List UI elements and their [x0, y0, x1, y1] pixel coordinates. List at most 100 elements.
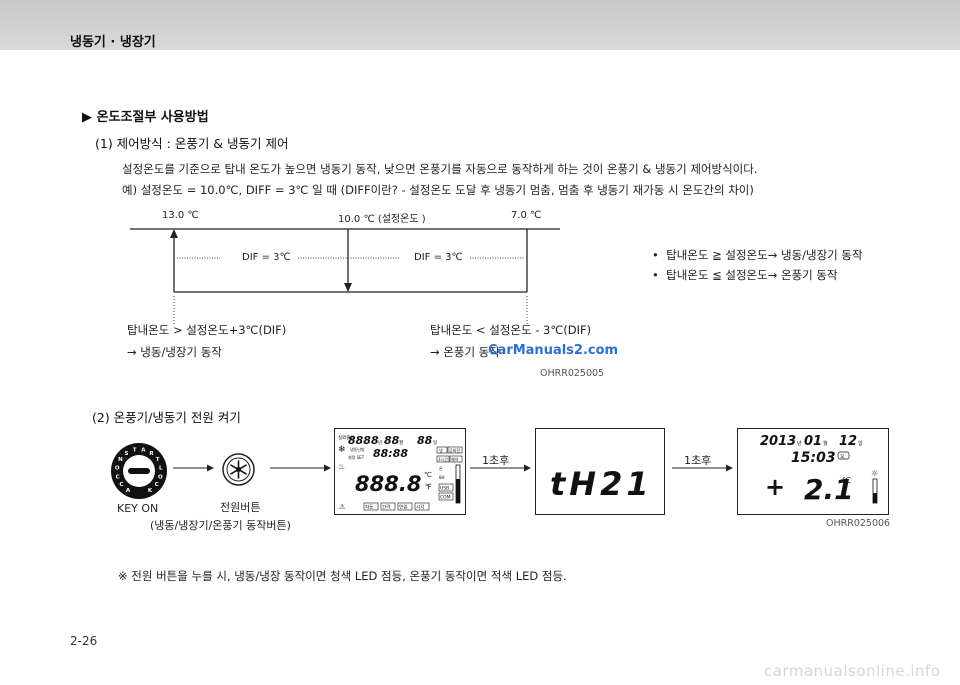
footer-watermark: carmanualsonline.info — [764, 662, 941, 680]
lcd-heater-icon: ♨ — [338, 462, 345, 471]
section1-paragraph2: 예) 설정온도 = 10.0℃, DIFF = 3℃ 일 때 (DIFF이란? … — [122, 183, 754, 197]
after-1sec-label-2: 1초후 — [684, 454, 712, 467]
lcd-all-segments-drawing: 실외출입 8888 년 88 월 88 일 ❄ 냉동난방 설정 SET 88:8… — [338, 434, 463, 511]
lcd-final-heat-icon: ☼ — [871, 469, 878, 478]
lcd-day-digits: 88 — [417, 434, 433, 447]
left-result: → 냉동/냉장기 동작 — [127, 345, 222, 359]
label-high-temp: 13.0 ℃ — [162, 210, 199, 221]
key-ring-letter: T — [156, 457, 160, 463]
key-ring-letter: C — [116, 474, 120, 480]
key-ring-letter: C — [155, 482, 159, 488]
watermark: CarManuals2.com — [488, 343, 619, 358]
lcd-version-text: tH21 — [550, 465, 653, 503]
key-ring-letter: A — [126, 488, 131, 494]
section1-subtitle: (1) 제어방식 : 온풍기 & 냉동기 제어 — [95, 136, 289, 151]
lcd-level-fill — [456, 479, 460, 503]
lcd-final-temp: 2.1 — [804, 473, 854, 506]
lcd-unit-fahrenheit: ℉ — [425, 483, 432, 491]
arrow-key-to-button — [173, 464, 214, 472]
lcd-label-reserve: 예약 — [451, 456, 459, 462]
lcd-label-time: 시각 — [416, 504, 424, 511]
diagram2-code: OHRR025006 — [826, 518, 891, 529]
lcd-final-sign: + — [765, 473, 785, 501]
after-1sec-label-1: 1초후 — [482, 454, 510, 467]
lcd-label-cool: 냉 — [439, 447, 443, 453]
dif-diagram — [130, 228, 560, 325]
arrow-button-to-lcd — [270, 464, 331, 472]
label-low-temp: 7.0 ℃ — [511, 210, 542, 221]
left-condition: 탑내온도 > 설정온도+3℃(DIF) — [127, 323, 287, 337]
lcd-label-heat: 온 — [439, 466, 443, 471]
lcd-final-month: 01 — [804, 434, 822, 449]
lcd-version-drawing: tH21 — [550, 465, 653, 503]
lcd-label-idle: 공회전 — [449, 447, 460, 453]
lcd-right-labels: 냉 공회전 3시간 예약 온 8H — [436, 446, 463, 480]
right-condition: 탑내온도 < 설정온도 - 3℃(DIF) — [430, 323, 592, 337]
lcd-final-month-unit: 월 — [823, 440, 828, 447]
lcd-final-year: 2013 — [760, 434, 796, 449]
lcd-normal-drawing: 2013 년 01 월 12 일 15:03 오 + 2.1 ℃ ☼ — [760, 434, 878, 506]
right-result: → 온풍기 동작 — [430, 345, 500, 359]
arrow-mid-to-final — [672, 464, 733, 472]
bullet-heating: • 탑내온도 ≦ 설정온도→ 온풍기 동작 — [652, 268, 838, 282]
up-arrow-head — [170, 229, 178, 238]
lcd-label-8h: 8H — [439, 475, 445, 480]
lcd-label-usb: USB — [440, 486, 449, 492]
section1-title: ▶ 온도조절부 사용방법 — [82, 110, 209, 125]
bullet-heating-text: 탑내온도 ≦ 설정온도→ 온풍기 동작 — [666, 268, 838, 282]
lcd-interval-box — [380, 502, 396, 511]
key-ring-letter: K — [148, 488, 153, 494]
page-number: 2-26 — [70, 634, 98, 648]
key-ring-letter: S — [125, 451, 129, 457]
header-bar — [0, 0, 960, 50]
lcd-final-day: 12 — [839, 434, 857, 449]
section2-subtitle: (2) 온풍기/냉동기 전원 켜기 — [92, 410, 241, 425]
lcd-final-unit: ℃ — [842, 476, 851, 485]
key-ring-letter: L — [159, 465, 163, 471]
lcd-day-unit: 일 — [433, 439, 437, 446]
dif-left-label: DIF = 3℃ — [242, 252, 291, 263]
lcd-label-interval: 간격 — [382, 504, 390, 511]
lcd-final-badge-box — [837, 451, 850, 460]
header-title: 냉동기 · 냉장기 — [70, 35, 156, 50]
key-ring-letter: C — [119, 482, 123, 488]
power-button-snowflake-icon[interactable] — [222, 453, 255, 486]
lcd-snowflake-icon: ❄ — [338, 445, 346, 455]
bullet-cooling-text: 탑내온도 ≧ 설정온도→ 냉동/냉장기 동작 — [666, 248, 863, 262]
lcd-time-box — [414, 502, 430, 511]
down-arrow-head — [344, 283, 352, 292]
power-button-label: 전원버튼 — [220, 501, 261, 514]
lcd-year-digits: 8888 — [348, 434, 379, 447]
power-button-desc: (냉동/냉장기/온풍기 동작버튼) — [150, 519, 291, 532]
dif-right-label: DIF = 3℃ — [414, 252, 463, 263]
lcd-main-digits: 888.8 — [355, 472, 421, 496]
led-note: ※ 전원 버튼을 누를 시, 냉동/냉장 동작이면 청색 LED 점등, 온풍기… — [118, 569, 567, 583]
lcd-label-3h: 3시간 — [438, 456, 448, 462]
key-ring-letter: N — [118, 457, 123, 463]
lcd-all-segments: 실외출입 8888 년 88 월 88 일 ❄ 냉동난방 설정 SET 88:8… — [334, 428, 466, 515]
lcd-final-time: 15:03 — [791, 450, 836, 466]
key-ring-letter: O — [158, 474, 163, 480]
lcd-final-badge: 오 — [840, 454, 845, 460]
arrow-lcd-to-mid — [470, 464, 531, 472]
lcd-month-digits: 88 — [384, 434, 400, 447]
lcd-usb-box — [438, 483, 454, 492]
label-set-temp: 10.0 ℃ (설정온도 ) — [338, 214, 426, 225]
lcd-unit-celsius: ℃ — [424, 471, 432, 479]
lcd-label-auto: 자동 — [365, 504, 373, 511]
key-ring-letter: R — [149, 451, 154, 457]
lcd-final-level-fill — [873, 493, 877, 503]
lcd-label-mode: 냉동난방 — [350, 446, 365, 452]
lcd-label-com: COM — [440, 495, 451, 501]
lcd-link-box — [397, 502, 413, 511]
lcd-time-digits: 88:88 — [373, 447, 408, 460]
lcd-auto-box — [363, 502, 379, 511]
lcd-com-box — [438, 492, 454, 501]
key-ring-letter: A — [141, 447, 146, 453]
lcd-month-unit: 월 — [399, 439, 403, 446]
key-ring-letter: O — [115, 465, 120, 471]
lcd-final-day-unit: 일 — [858, 440, 863, 447]
lcd-final-year-unit: 년 — [797, 440, 802, 447]
key-on-label: KEY ON — [117, 502, 159, 515]
